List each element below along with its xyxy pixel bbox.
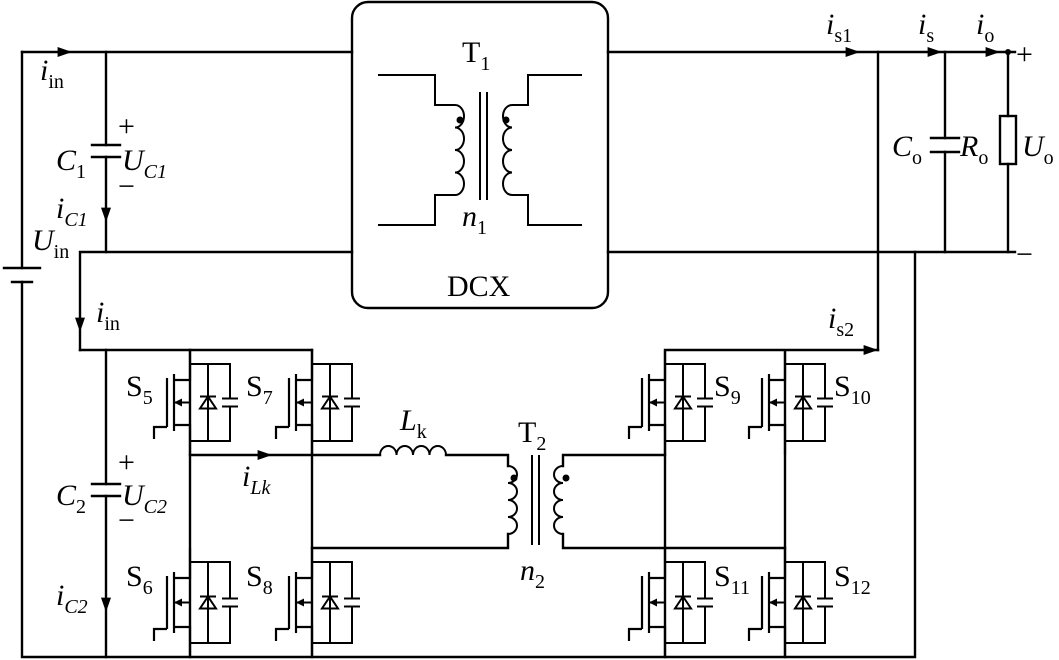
mosfet-s5 [152, 350, 238, 455]
label-uo: Uo [1022, 130, 1054, 169]
minus-uc1: − [118, 170, 135, 203]
label-i-in-bottom: iin [96, 296, 120, 335]
label-s7: S7 [246, 370, 273, 409]
mosfet-s6 [152, 548, 238, 657]
plus-uc2: + [118, 446, 135, 479]
capacitor-c2-symbol [90, 482, 122, 498]
arrow-io [985, 47, 1000, 57]
arrow-is1 [845, 47, 860, 57]
dcx-box [350, 0, 610, 310]
plus-uo: + [1016, 38, 1033, 71]
wire-right-bridge-rail [663, 348, 880, 659]
current-arrows [57, 47, 1000, 612]
label-s9: S9 [714, 370, 741, 409]
wire-middle-rail [78, 250, 354, 352]
label-s11: S11 [714, 560, 750, 599]
label-u-in: Uin [32, 224, 69, 263]
mosfet-s7 [274, 350, 360, 455]
label-n1: n1 [462, 200, 487, 239]
resistor-ro-symbol [998, 114, 1018, 166]
label-ilk: iLk [242, 460, 271, 499]
minus-uc2: − [118, 504, 135, 537]
arrow-ic2 [101, 597, 111, 612]
label-ic2: iC2 [56, 579, 88, 618]
label-c1: C1 [56, 144, 86, 183]
wire-source-left [20, 50, 917, 659]
wires [20, 50, 1017, 659]
label-ro: Ro [959, 130, 988, 169]
dcx-label: DCX [447, 270, 511, 303]
label-s10: S10 [834, 370, 871, 409]
label-is2: is2 [828, 302, 854, 341]
capacitor-co-symbol [929, 136, 961, 154]
label-s6: S6 [126, 560, 153, 599]
mosfet-s9 [627, 350, 713, 455]
label-c2: C2 [56, 479, 86, 518]
label-uc2: UC2 [122, 479, 167, 518]
arrow-i-in-top [57, 47, 72, 57]
mosfet-s10 [747, 350, 833, 455]
arrow-ic1 [101, 207, 111, 222]
label-lk: Lk [399, 404, 427, 443]
input-source-symbol [2, 266, 42, 284]
label-t1: T1 [462, 36, 490, 75]
label-is1: is1 [826, 8, 852, 47]
wire-t2-secondary [561, 453, 787, 550]
label-s8: S8 [246, 560, 273, 599]
label-i-in-top: iin [40, 54, 64, 93]
mosfet-s12 [747, 548, 833, 657]
mosfet-s8 [274, 548, 360, 657]
label-n2: n2 [520, 554, 545, 593]
wire-left-bridge-legs [188, 348, 314, 659]
label-s5: S5 [126, 370, 153, 409]
minus-uo: − [1016, 238, 1033, 271]
inductor-lk [379, 445, 447, 456]
arrow-i-in-bottom [75, 317, 85, 332]
junction-dots [1005, 49, 1011, 55]
label-is: is [918, 8, 934, 47]
mosfet-s11 [627, 548, 713, 657]
label-s12: S12 [834, 560, 871, 599]
wire-ac-top [188, 453, 510, 468]
label-ic1: iC1 [56, 192, 88, 231]
wire-ac-bottom [310, 532, 510, 550]
switches [152, 350, 833, 657]
capacitor-c1-symbol [90, 143, 122, 159]
arrow-ilk [257, 450, 272, 460]
arrow-is [927, 47, 942, 57]
transformer-t2 [507, 455, 570, 545]
arrow-is2 [863, 345, 878, 355]
label-t2: T2 [518, 416, 546, 455]
transformer-t1 [378, 74, 582, 226]
label-io: io [976, 8, 994, 47]
plus-uc1: + [118, 110, 135, 143]
label-uc1: UC1 [122, 144, 167, 183]
label-co: Co [892, 130, 922, 169]
